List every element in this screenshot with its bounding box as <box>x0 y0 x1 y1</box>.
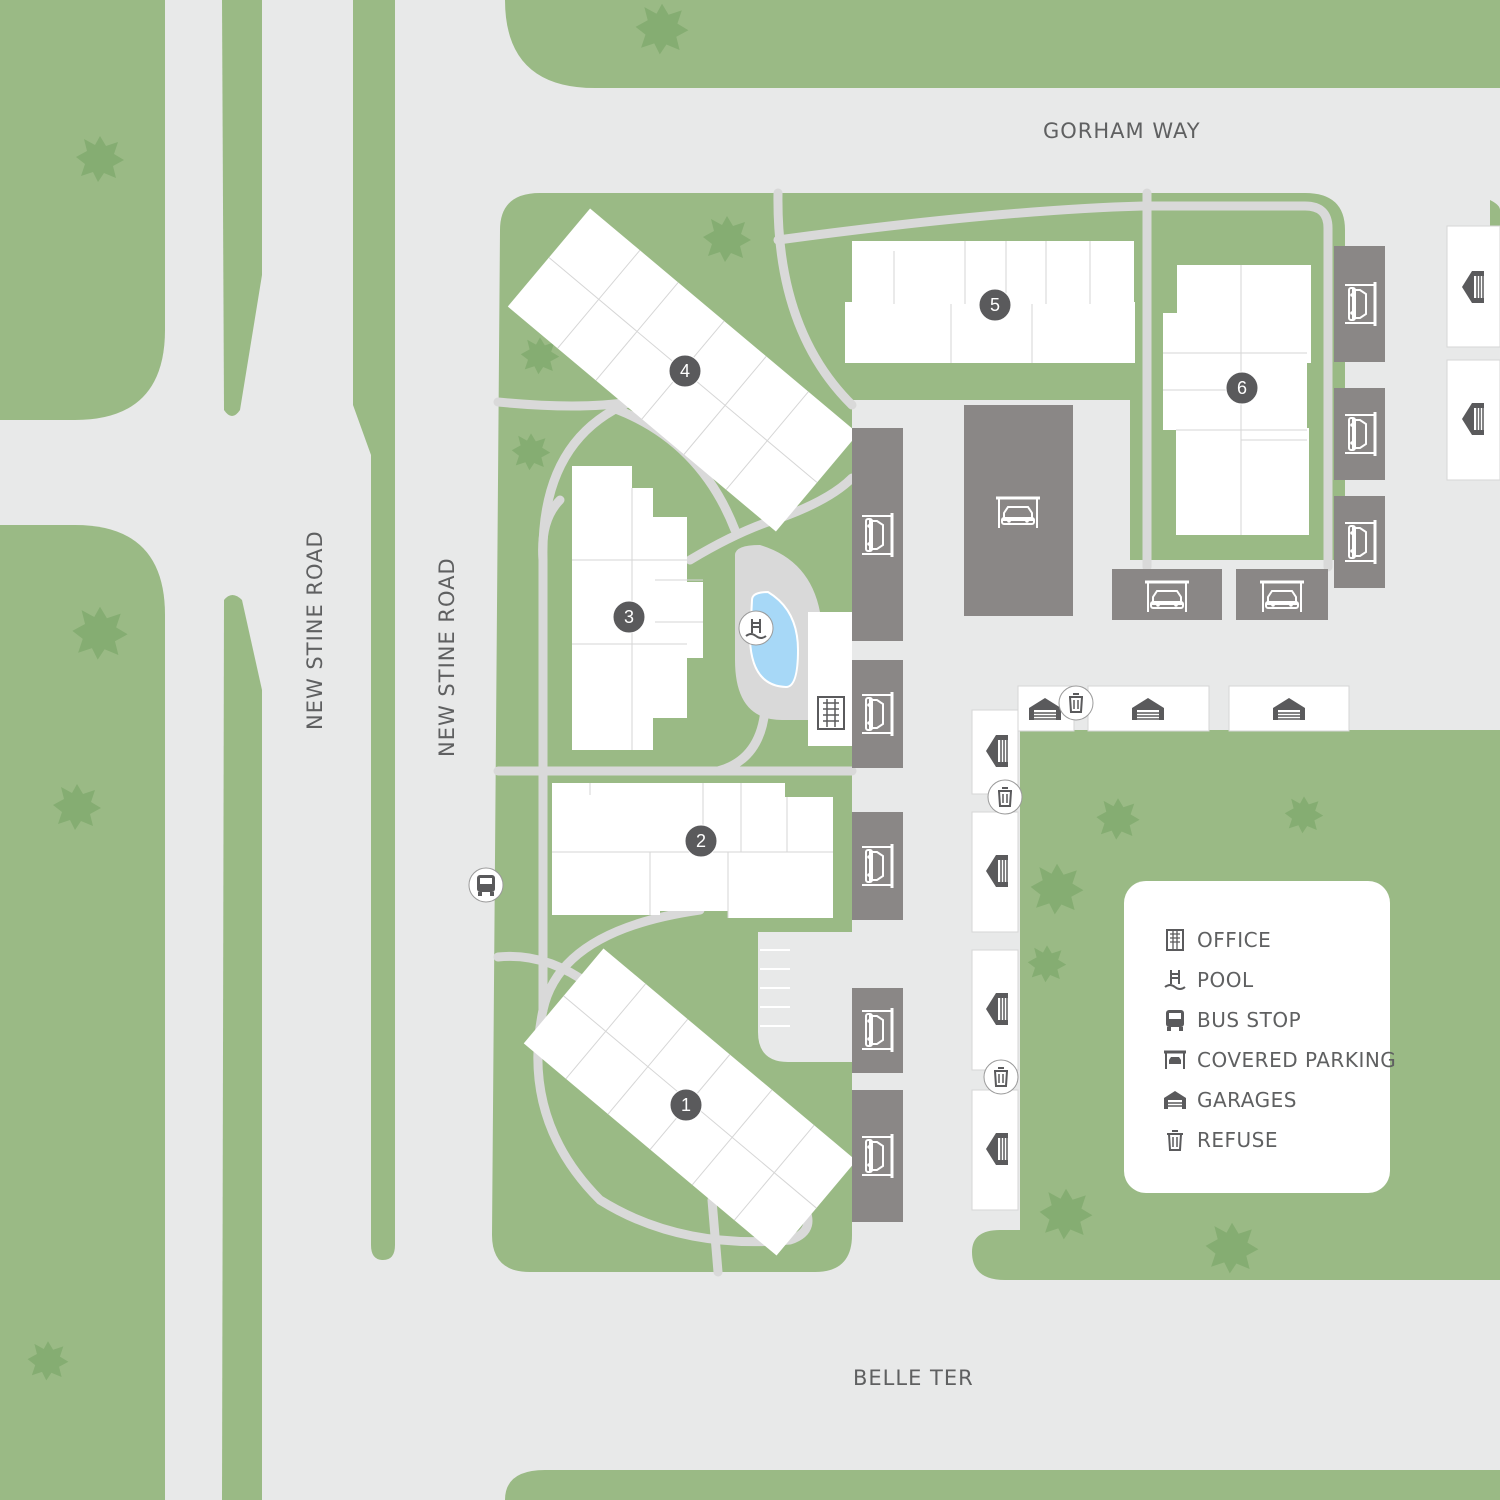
building-marker-4: 4 <box>668 354 702 388</box>
bus-stop-marker <box>468 867 504 903</box>
garages <box>971 225 1500 1211</box>
legend-label-bus-stop: BUS STOP <box>1197 1008 1302 1032</box>
legend-label-garages: GARAGES <box>1197 1088 1297 1112</box>
legend-item-pool: POOL <box>1162 965 1254 995</box>
street-label-new-stine-road-west: NEW STINE ROAD <box>303 530 327 730</box>
building-marker-2: 2 <box>684 824 718 858</box>
covered-parking <box>852 246 1385 1222</box>
parking-stripes <box>760 949 790 1027</box>
building-6 <box>1163 265 1311 535</box>
legend-label-covered-parking: COVERED PARKING <box>1197 1048 1397 1072</box>
building-label-2: 2 <box>696 831 706 851</box>
bus-icon <box>1166 1010 1184 1031</box>
walking-paths <box>493 188 1333 1277</box>
covered-parking-icon <box>1164 1050 1186 1069</box>
building-label-4: 4 <box>680 361 690 381</box>
legend-item-bus-stop: BUS STOP <box>1162 1005 1301 1035</box>
legend-label-office: OFFICE <box>1197 928 1272 952</box>
building-label-5: 5 <box>990 295 1000 315</box>
pool-marker <box>738 610 774 646</box>
office-building <box>808 612 852 746</box>
legend-label-pool: POOL <box>1197 968 1254 992</box>
parking-lot <box>758 932 852 1062</box>
building-label-6: 6 <box>1237 378 1247 398</box>
legend-item-garages: GARAGES <box>1162 1085 1297 1115</box>
legend-item-office: OFFICE <box>1162 925 1271 955</box>
building-label-3: 3 <box>624 607 634 627</box>
building-marker-1: 1 <box>669 1088 703 1122</box>
building-marker-5: 5 <box>978 288 1012 322</box>
garage-icon <box>1164 1091 1186 1109</box>
legend-item-refuse: REFUSE <box>1162 1125 1278 1155</box>
map-legend: OFFICE POOL BUS STOP COVERED PARKING GAR… <box>1124 881 1396 1193</box>
office-icon <box>1166 929 1184 951</box>
building-marker-3: 3 <box>612 600 646 634</box>
building-label-1: 1 <box>681 1095 691 1115</box>
pool-icon <box>1164 970 1186 990</box>
legend-item-covered-parking: COVERED PARKING <box>1162 1045 1396 1075</box>
street-label-gorham-way: GORHAM WAY <box>1043 119 1201 143</box>
building-marker-6: 6 <box>1225 371 1259 405</box>
trash-icon <box>1167 1130 1183 1151</box>
legend-label-refuse: REFUSE <box>1197 1128 1279 1152</box>
building-2 <box>552 783 833 918</box>
street-label-belle-ter: BELLE TER <box>853 1366 974 1390</box>
building-markers: 1 2 3 4 5 6 <box>612 288 1259 1122</box>
street-label-new-stine-road-east: NEW STINE ROAD <box>435 557 459 757</box>
